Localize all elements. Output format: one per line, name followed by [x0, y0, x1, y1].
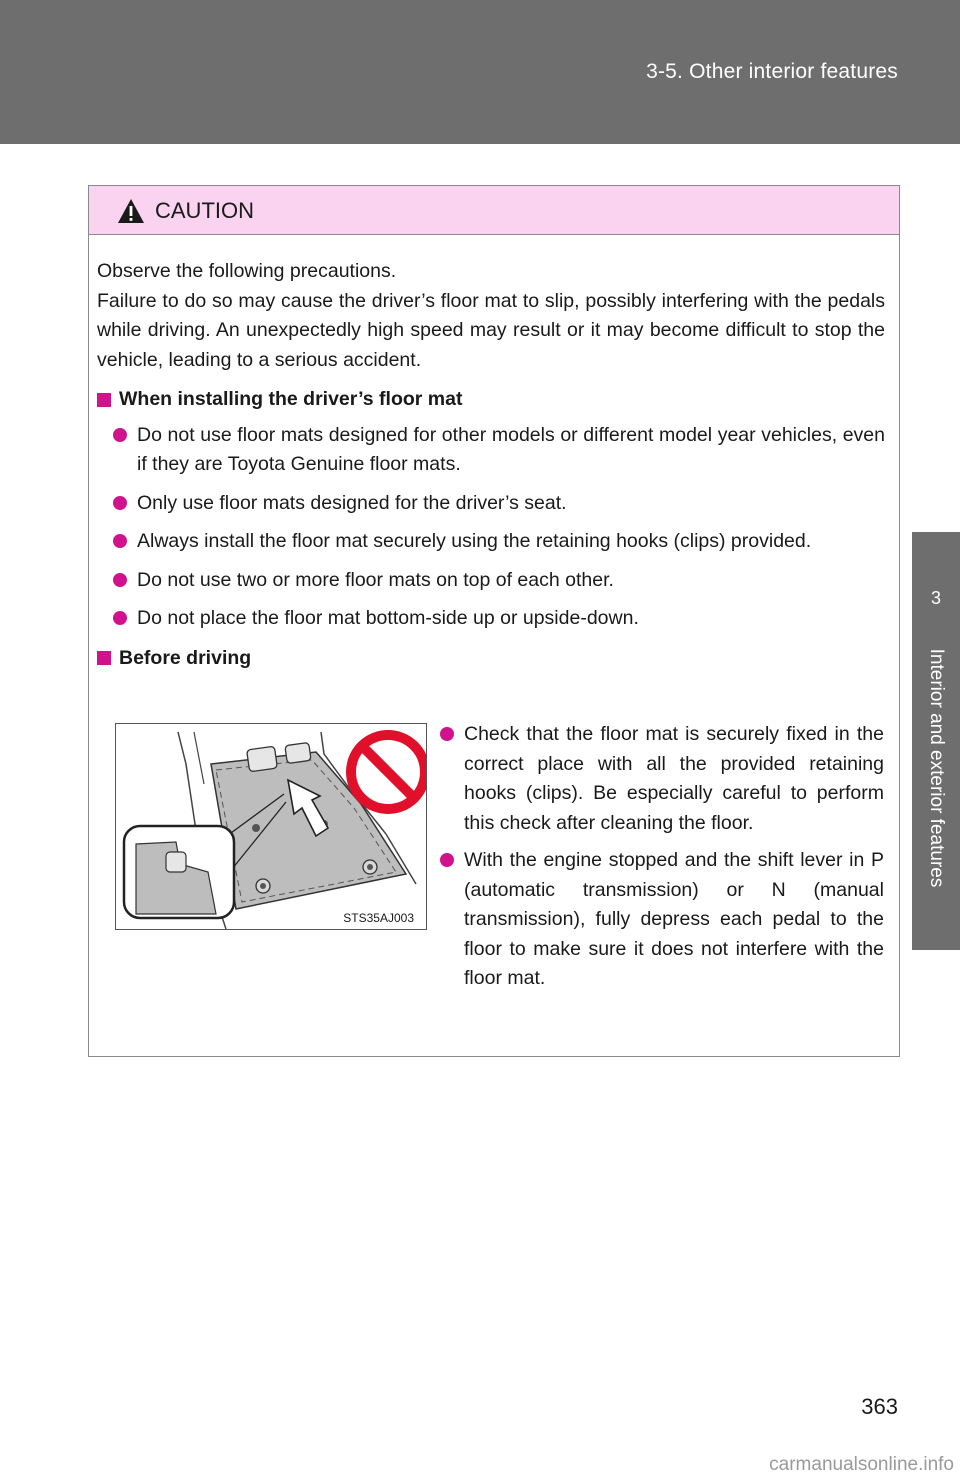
before-driving-bullets: Check that the floor mat is securely fix…	[440, 712, 884, 994]
subheading-installing: When installing the driver’s floor mat	[97, 385, 885, 415]
bullet-dot-icon	[113, 495, 127, 510]
list-item-text: With the engine stopped and the shift le…	[464, 849, 884, 989]
list-item-text: Do not use floor mats designed for other…	[137, 423, 885, 476]
figure-code: STS35AJ003	[343, 911, 414, 925]
chapter-side-tab: 3 Interior and exterior features	[912, 532, 960, 950]
list-item: Do not use two or more floor mats on top…	[97, 566, 885, 596]
intro-line: Observe the following precautions.	[97, 260, 397, 282]
list-item-text: Do not use two or more floor mats on top…	[137, 568, 614, 591]
subheading-text: When installing the driver’s floor mat	[119, 388, 463, 410]
list-item: Check that the floor mat is securely fix…	[440, 720, 884, 838]
bullet-dot-icon	[113, 534, 127, 548]
caution-box: CAUTION Observe the following precaution…	[88, 185, 900, 1057]
floor-mat-illustration: STS35AJ003	[115, 723, 430, 930]
square-bullet-icon	[97, 392, 111, 407]
list-item-text: Only use floor mats designed for the dri…	[137, 491, 567, 514]
subheading-before-driving: Before driving	[97, 644, 885, 674]
bullet-dot-icon	[113, 427, 127, 442]
header-band: 3-5. Other interior features	[0, 0, 960, 144]
watermark: carmanualsonline.info	[769, 1454, 954, 1475]
intro-paragraph: Failure to do so may cause the driver’s …	[97, 289, 885, 371]
caution-header: CAUTION	[89, 186, 899, 235]
list-item: Do not place the floor mat bottom-side u…	[97, 604, 885, 634]
warning-triangle-icon	[118, 199, 144, 223]
bullet-dot-icon	[113, 611, 127, 625]
chapter-title: Interior and exterior features	[926, 648, 947, 888]
caution-title: CAUTION	[155, 198, 254, 223]
caution-body: Observe the following precautions. Failu…	[89, 235, 899, 673]
square-bullet-icon	[97, 651, 111, 666]
bullet-dot-icon	[113, 572, 127, 587]
list-item: Do not use floor mats designed for other…	[97, 421, 885, 480]
list-item-text: Do not place the floor mat bottom-side u…	[137, 607, 639, 629]
list-item: Always install the floor mat securely us…	[97, 527, 885, 557]
list-item-text: Check that the floor mat is securely fix…	[464, 723, 884, 834]
list-item: Only use floor mats designed for the dri…	[97, 489, 885, 519]
list-item: With the engine stopped and the shift le…	[440, 846, 884, 994]
page-number: 363	[861, 1394, 898, 1419]
side-tab-spacer	[912, 144, 960, 532]
subheading-text: Before driving	[119, 646, 252, 669]
bullet-dot-icon	[440, 727, 454, 741]
bullet-dot-icon	[440, 853, 454, 867]
chapter-number: 3	[930, 588, 941, 608]
floor-mat-drawing	[122, 730, 430, 930]
section-title: 3-5. Other interior features	[646, 60, 898, 83]
list-item-text: Always install the floor mat securely us…	[137, 530, 812, 552]
